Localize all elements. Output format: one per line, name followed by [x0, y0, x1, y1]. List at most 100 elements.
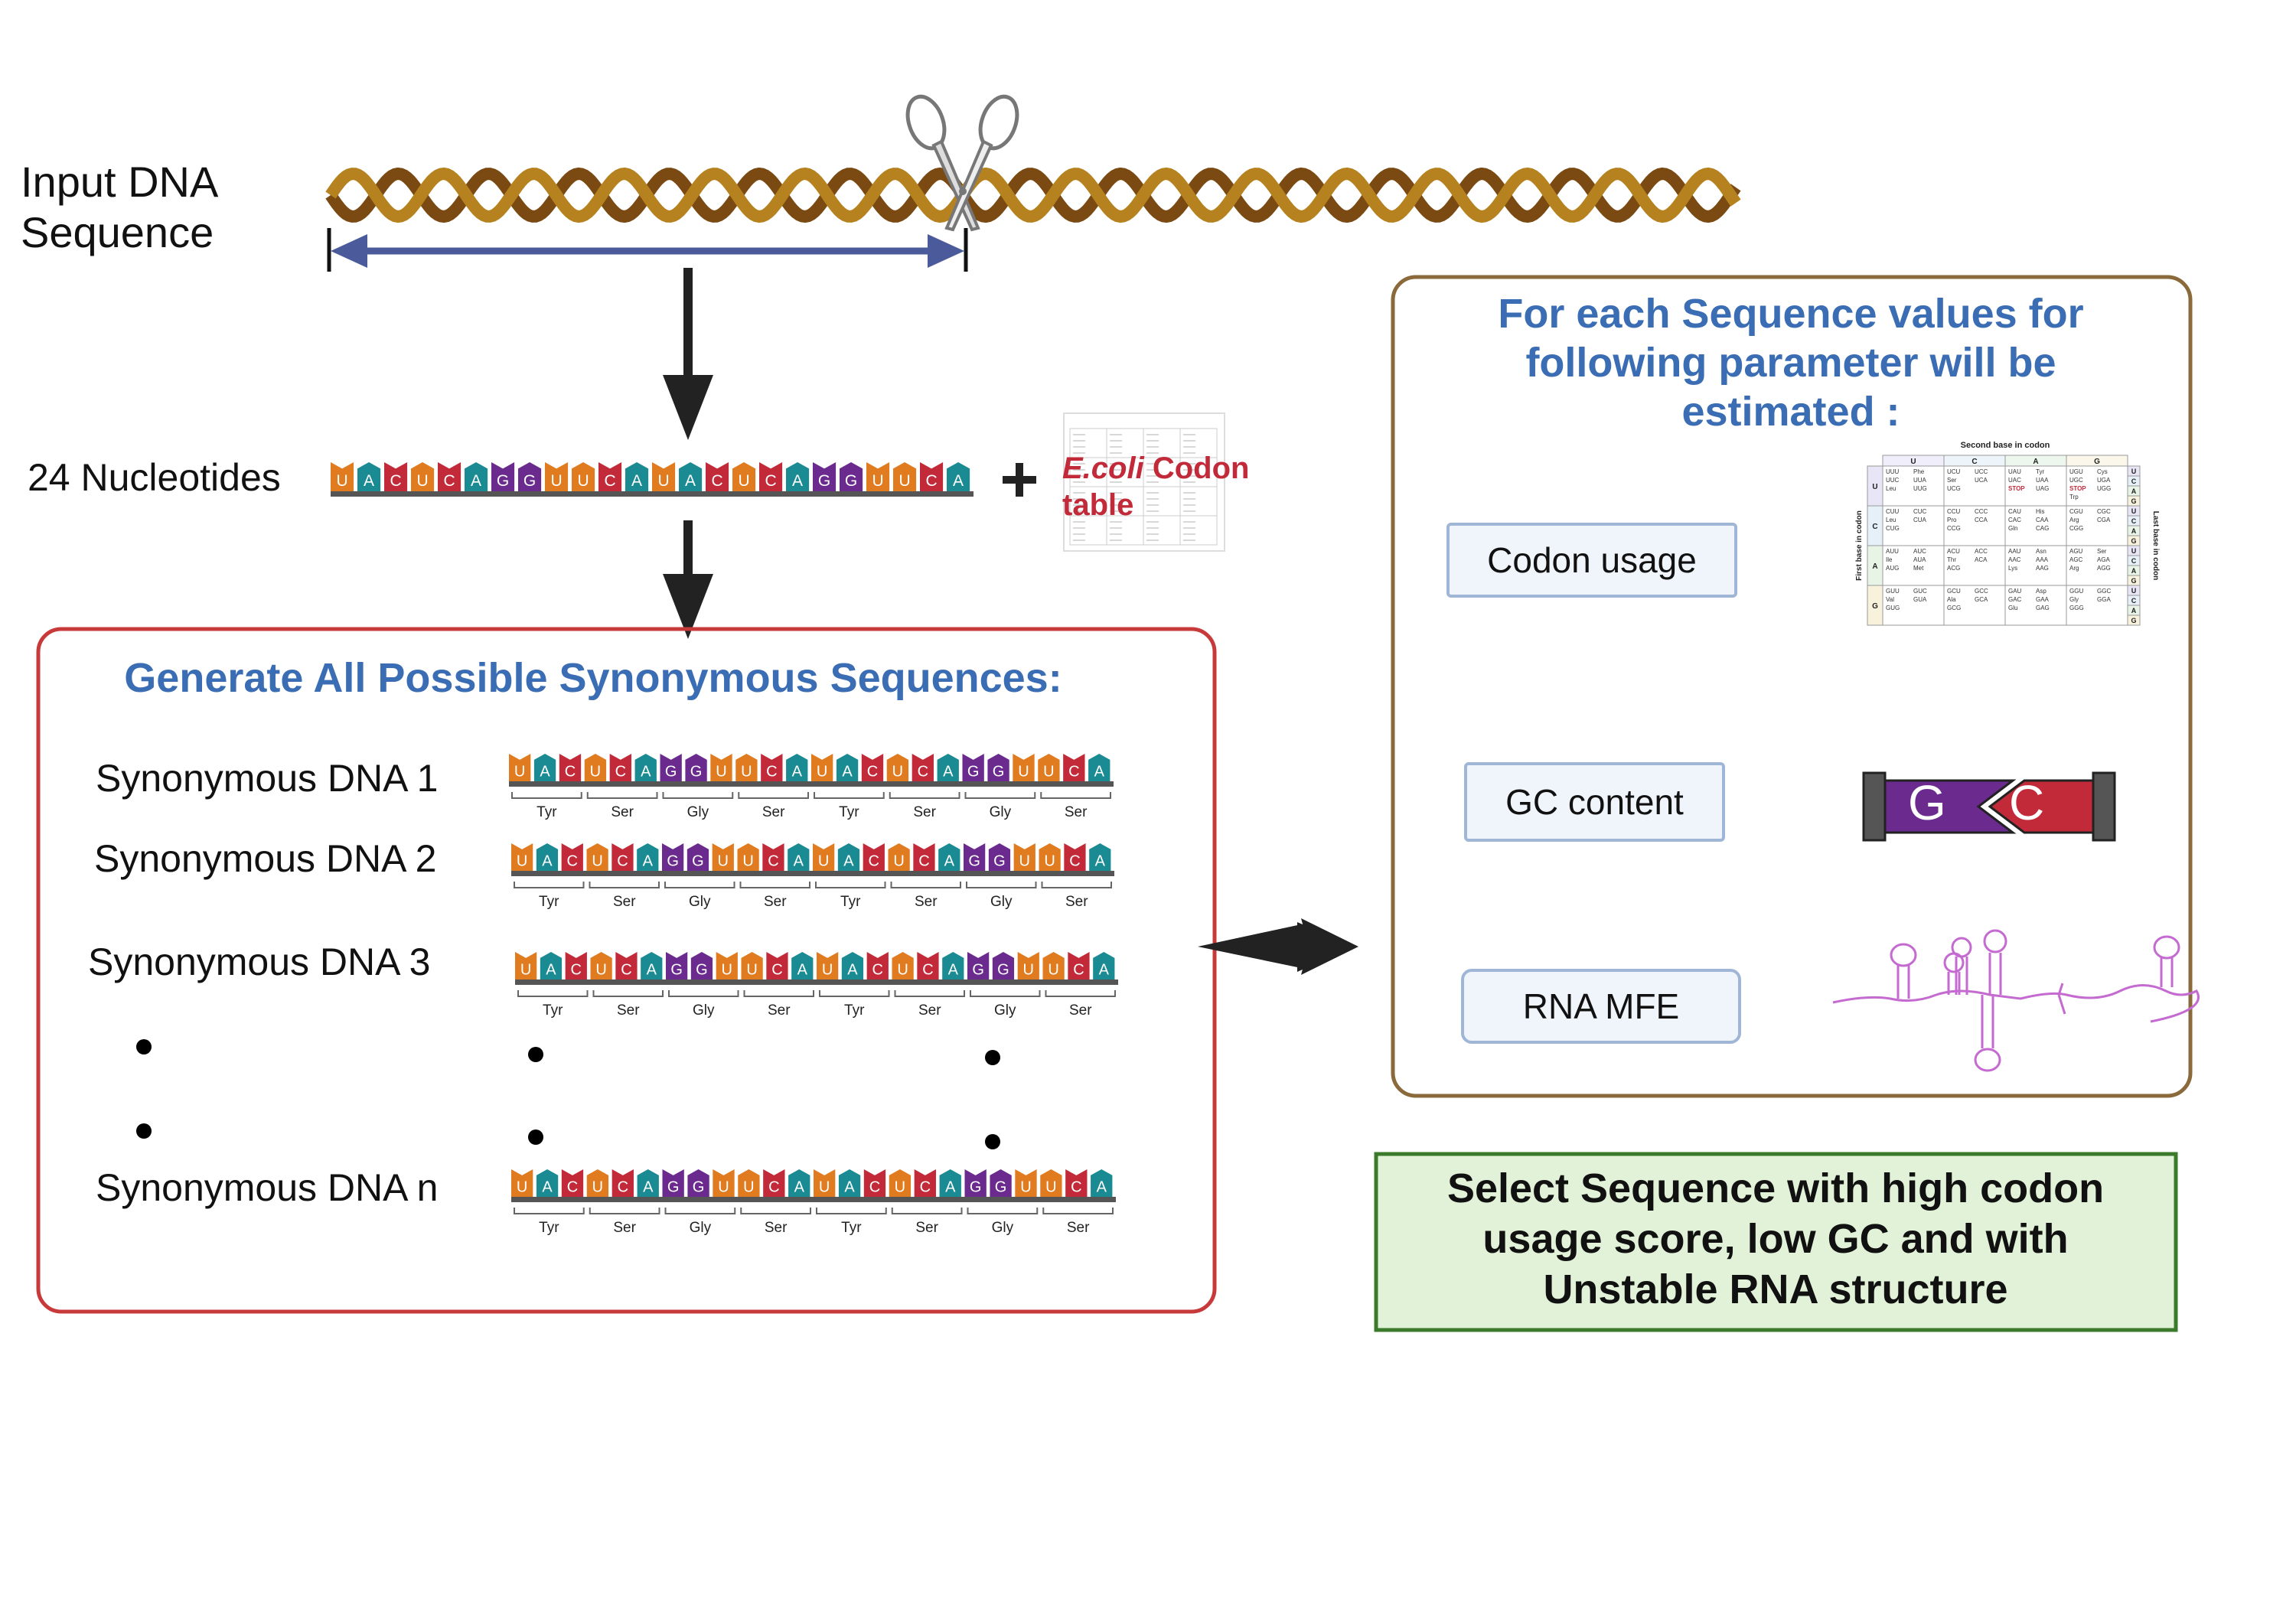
nucleotide-block	[609, 754, 631, 781]
codon-row-letter: C	[1872, 523, 1877, 531]
codon-bracket	[964, 792, 1036, 799]
nucleotide-letter: A	[792, 472, 803, 490]
ellipsis-dot	[985, 1134, 1000, 1149]
nucleotide-block	[685, 754, 707, 781]
nucleotide-letter: G	[693, 1179, 705, 1196]
nucleotide-letter: A	[944, 853, 955, 870]
codon-cell-text: Ala	[1947, 596, 1956, 603]
codon-cell-text: UUG	[1913, 485, 1927, 492]
nucleotide-block	[917, 952, 939, 980]
codon-cell-text: ACU	[1947, 548, 1960, 555]
amino-acid-label: Gly	[992, 1220, 1014, 1236]
codon-cell-text: CGC	[2097, 508, 2111, 515]
nucleotide-block	[1068, 952, 1090, 980]
nucleotide-block	[625, 462, 649, 491]
codon-cell-text: CAC	[2008, 517, 2021, 523]
nucleotide-letter: G	[995, 1179, 1007, 1196]
codon-bracket	[739, 882, 810, 888]
codon-third-base-letter: C	[2131, 478, 2137, 485]
codon-third-base-letter: G	[2131, 497, 2136, 505]
amino-acid-label: Tyr	[841, 1220, 862, 1236]
thumb-cell	[1179, 515, 1218, 546]
codon-cell	[2066, 545, 2128, 586]
nucleotide-block	[1091, 1169, 1113, 1197]
nucleotide-letter: G	[497, 472, 509, 490]
codon-cell-text: UUU	[1886, 468, 1900, 475]
codon-bracket	[586, 792, 658, 799]
nucleotide-letter: A	[842, 764, 853, 781]
codon-cell-text: UCU	[1947, 468, 1961, 475]
codon-cell-text: Trp	[2069, 494, 2079, 500]
codon-bracket	[738, 792, 809, 799]
nucleotide-block	[612, 843, 634, 871]
amino-acid-label: Ser	[613, 894, 636, 910]
nucleotide-block	[666, 952, 688, 980]
codon-cell-text: AAA	[2036, 556, 2049, 563]
codon-third-base-cell	[2127, 614, 2141, 626]
nucleotide-block	[1013, 754, 1035, 781]
nucleotide-letter: G	[670, 962, 683, 979]
codon-cell-text: CUC	[1913, 508, 1927, 515]
nucleotide-letter: C	[604, 472, 615, 490]
codon-third-base-letter: U	[2131, 547, 2137, 555]
codon-cell-text: Ser	[1947, 477, 1957, 484]
nucleotide-block	[491, 462, 515, 491]
strip-backbone	[515, 980, 1118, 985]
nucleotide-letter: A	[542, 1179, 553, 1196]
nucleotide-letter: A	[792, 764, 803, 781]
nucleotide-block	[716, 952, 738, 980]
amino-acid-label: Ser	[768, 1002, 791, 1019]
nucleotide-block	[863, 843, 885, 871]
nucleotide-block	[662, 1169, 684, 1197]
codon-left-label: First base in codon	[1855, 510, 1864, 581]
nucleotide-block	[637, 1169, 659, 1197]
input-dna-label: Input DNA Sequence	[21, 157, 218, 258]
codon-cell-text: CAG	[2036, 525, 2049, 532]
strip-backbone	[509, 781, 1114, 787]
amino-acid-label: Ser	[918, 1002, 941, 1019]
codon-bracket	[664, 1208, 736, 1214]
codon-cell	[2066, 585, 2128, 626]
nucleotide-block	[947, 462, 970, 491]
nucleotide-letter: U	[718, 1179, 729, 1196]
nucleotide-block	[615, 952, 638, 980]
nucleotide-letter: A	[471, 472, 481, 490]
nucleotide-block	[888, 843, 910, 871]
nucleotide-letter: U	[517, 853, 527, 870]
nucleotide-letter: C	[1071, 1179, 1081, 1196]
gc-icon-g: G	[1908, 775, 1946, 830]
nucleotide-letter: C	[617, 853, 628, 870]
nucleotide-block	[759, 462, 783, 491]
nucleotide-letter: U	[822, 962, 833, 979]
codon-third-base-letter: C	[2131, 517, 2137, 525]
nucleotide-block	[1038, 754, 1060, 781]
codon-cell-text: Thr	[1947, 556, 1956, 563]
nucleotide-block	[1015, 1169, 1037, 1197]
nucleotide-letter: U	[550, 472, 562, 490]
nucleotide-block	[962, 754, 984, 781]
ecoli-italic: E.coli	[1062, 451, 1144, 485]
synonymous-row-label: Synonymous DNA 1	[96, 757, 439, 800]
codon-cell-text: Arg	[2069, 517, 2079, 523]
codon-cell-text: GUU	[1886, 588, 1900, 595]
nucleotide-block	[561, 1169, 584, 1197]
codon-third-base-letter: U	[2131, 507, 2137, 515]
nucleotide-letter: U	[895, 1179, 905, 1196]
codon-cell-text: Gly	[2069, 596, 2079, 603]
nucleotide-letter: C	[768, 1179, 779, 1196]
right-panel-frame	[1391, 275, 2193, 1098]
input-label-line1: Input DNA	[21, 158, 219, 206]
nucleotide-block	[889, 1169, 912, 1197]
nucleotide-block	[990, 1169, 1012, 1197]
synonymous-row-label: Synonymous DNA 2	[94, 837, 437, 880]
strip-backbone	[511, 871, 1114, 876]
codon-cell-text: GUA	[1913, 596, 1927, 603]
nucleotide-letter: U	[1018, 764, 1029, 781]
codon-bracket	[740, 1208, 811, 1214]
nucleotide-letter: G	[972, 962, 984, 979]
nucleotide-block	[561, 843, 583, 871]
nucleotide-letter: U	[892, 764, 903, 781]
amino-acid-label: Ser	[1067, 1220, 1090, 1236]
codon-cell-text: CCG	[1947, 525, 1961, 532]
